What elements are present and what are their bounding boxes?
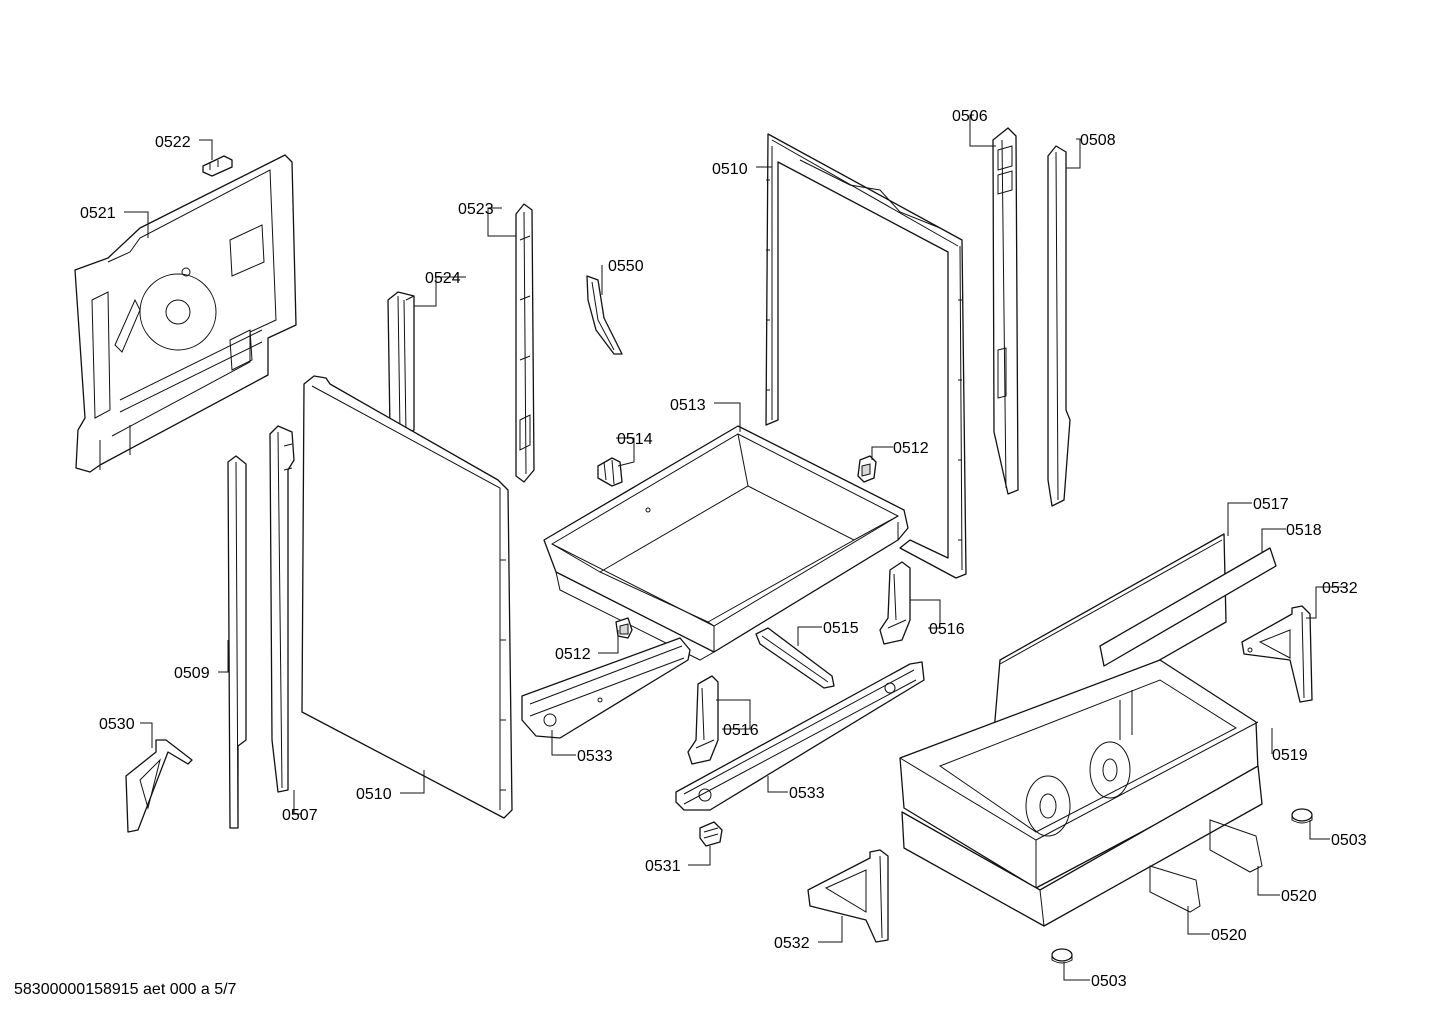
callout-0532-upper: 0532: [1322, 580, 1358, 597]
part-0516-hinge-upper: [879, 561, 911, 645]
part-0520-lower-frame: [901, 765, 1263, 927]
part-0510-side-panel-front: [301, 375, 513, 819]
part-0514-clip: [597, 457, 623, 487]
part-0550-bracket: [586, 275, 623, 355]
callout-0512-left: 0512: [555, 646, 591, 663]
callout-0522: 0522: [155, 134, 191, 151]
callout-0523: 0523: [458, 201, 494, 218]
callout-labels: 0522 0521 0523 0524 0550 0510 0506 0508 …: [80, 108, 1367, 990]
part-0506-rail: [992, 127, 1019, 495]
callout-0520-right: 0520: [1281, 888, 1317, 905]
part-0533-base-rail-left: [521, 637, 691, 739]
part-0522-clip: [202, 155, 233, 177]
part-0521-rear-panel: [74, 154, 297, 473]
callout-0518: 0518: [1286, 522, 1322, 539]
part-0532-bracket-lower: [807, 849, 889, 943]
callout-0503-lower: 0503: [1091, 973, 1127, 990]
callout-0515: 0515: [823, 620, 859, 637]
document-reference: 58300000158915 aet 000 a 5/7: [14, 981, 237, 998]
callout-0512-right: 0512: [893, 440, 929, 457]
callout-0532-lower: 0532: [774, 935, 810, 952]
callout-0519: 0519: [1272, 747, 1308, 764]
callout-0506: 0506: [952, 108, 988, 125]
callout-0520-lower: 0520: [1211, 927, 1247, 944]
part-0510-side-panel-right: [765, 133, 967, 579]
callout-0513: 0513: [670, 397, 706, 414]
callout-0521: 0521: [80, 205, 116, 222]
callout-0516-upper: 0516: [929, 621, 965, 638]
callout-0510-upper: 0510: [712, 161, 748, 178]
part-0516-hinge-lower: [687, 675, 719, 765]
callout-0503-right: 0503: [1331, 832, 1367, 849]
leader-lines: [124, 114, 1346, 981]
callout-0533-right: 0533: [789, 785, 825, 802]
part-0512-clip-right: [857, 455, 877, 483]
part-0531-foot: [699, 821, 723, 847]
part-0512-clip-left: [615, 617, 633, 639]
part-0508-trim: [1047, 145, 1071, 507]
callout-0531: 0531: [645, 858, 681, 875]
callout-0507: 0507: [282, 807, 318, 824]
part-0518-trim-strip: [1099, 547, 1277, 667]
part-0533-base-rail-right: [675, 661, 925, 811]
callout-0510-lower: 0510: [356, 786, 392, 803]
callout-0516-lower: 0516: [723, 722, 759, 739]
callout-0533-left: 0533: [577, 748, 613, 765]
callout-0508: 0508: [1080, 132, 1116, 149]
callout-0517: 0517: [1253, 496, 1289, 513]
part-0532-bracket-upper: [1241, 605, 1313, 703]
part-0515-brace: [755, 627, 835, 689]
part-0507-rail: [269, 425, 295, 793]
callout-0514: 0514: [617, 431, 653, 448]
callout-0530: 0530: [99, 716, 135, 733]
part-0530-bracket: [125, 739, 193, 833]
callout-0509: 0509: [174, 665, 210, 682]
callout-0550: 0550: [608, 258, 644, 275]
part-0509-trim: [227, 455, 247, 829]
callout-0524: 0524: [425, 270, 461, 287]
part-0524-channel: [387, 291, 415, 437]
part-0503-foot-lower: [1051, 948, 1073, 964]
part-0503-foot-right: [1291, 808, 1313, 824]
part-0523-rail: [515, 203, 535, 483]
